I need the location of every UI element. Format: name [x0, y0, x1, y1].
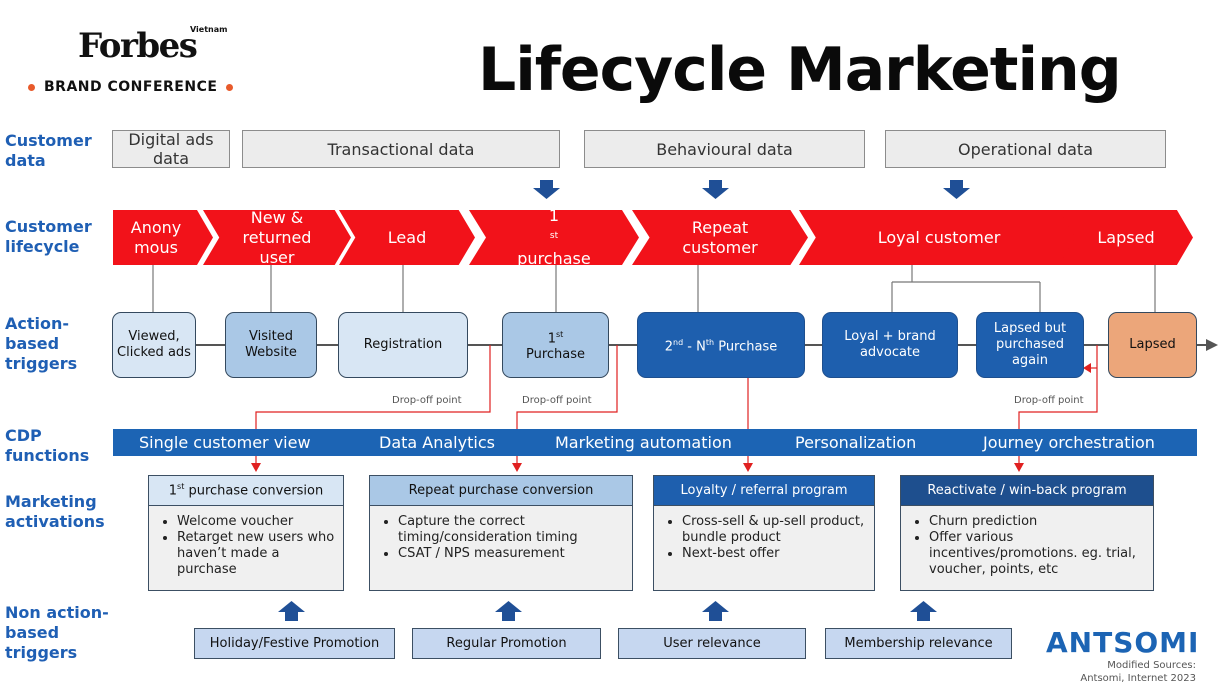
dropoff-label-1: Drop-off point: [392, 395, 462, 406]
row-label-cdp: CDP functions: [5, 426, 90, 465]
footer-source-line-2: Antsomi, Internet 2023: [1080, 673, 1196, 684]
trigger-visited-website: Visited Website: [225, 312, 317, 378]
activation-header: 1st purchase conversion: [149, 476, 343, 506]
trigger-lapsed-purchased-again: Lapsed but purchased again: [976, 312, 1084, 378]
non-action-regular-promotion: Regular Promotion: [412, 628, 601, 659]
cdp-journey-orchestration: Journey orchestration: [983, 433, 1155, 452]
stage-connectors: [152, 265, 1156, 312]
down-arrow-operational: [943, 180, 970, 199]
list-item: Welcome voucher: [177, 514, 337, 530]
conference-badge: BRAND CONFERENCE: [28, 76, 268, 98]
lifecycle-stage-lapsed: Lapsed: [1059, 210, 1193, 265]
activation-header: Loyalty / referral program: [654, 476, 874, 506]
lifecycle-stage-anonymous: Anony mous: [113, 210, 213, 265]
row-label-action-triggers: Action-based triggers: [5, 314, 78, 373]
non-action-user-relevance: User relevance: [618, 628, 806, 659]
activation-list: Welcome voucher Retarget new users who h…: [149, 514, 343, 578]
trigger-lapsed: Lapsed: [1108, 312, 1197, 378]
down-arrow-behavioural: [702, 180, 729, 199]
forbes-logo: Forbes Vietnam: [78, 25, 227, 70]
activation-repeat-purchase: Repeat purchase conversion Capture the c…: [369, 475, 633, 591]
trigger-loyal-advocate: Loyal + brand advocate: [822, 312, 958, 378]
row-label-non-action: Non action-based triggers: [5, 603, 109, 662]
activation-list: Churn prediction Offer various incentive…: [901, 514, 1153, 578]
up-arrow-holiday: [278, 601, 305, 621]
lifecycle-stage-lead: Lead: [339, 210, 475, 265]
activation-list: Cross-sell & up-sell product, bundle pro…: [654, 514, 874, 562]
cdp-personalization: Personalization: [795, 433, 917, 452]
non-action-holiday-promotion: Holiday/Festive Promotion: [194, 628, 395, 659]
footer-source-line-1: Modified Sources:: [1107, 660, 1196, 671]
activation-header: Repeat purchase conversion: [370, 476, 632, 506]
data-box-digital-ads: Digital ads data: [112, 130, 230, 168]
forbes-logo-text: Forbes: [78, 26, 198, 66]
cdp-single-customer-view: Single customer view: [139, 433, 311, 452]
dropoff-arrowheads: [251, 363, 1091, 472]
up-arrow-user: [702, 601, 729, 621]
lifecycle-stage-loyal-customer: Loyal customer: [799, 210, 1079, 265]
non-action-membership-relevance: Membership relevance: [825, 628, 1012, 659]
list-item: Capture the correct timing/consideration…: [398, 514, 626, 546]
row-label-activations: Marketing activations: [5, 492, 105, 531]
list-item: CSAT / NPS measurement: [398, 546, 626, 562]
lifecycle-stage-repeat-customer: Repeat customer: [632, 210, 808, 265]
activation-loyalty-referral: Loyalty / referral program Cross-sell & …: [653, 475, 875, 591]
non-action-arrows: [278, 601, 937, 621]
cdp-marketing-automation: Marketing automation: [555, 433, 732, 452]
dropoff-label-3: Drop-off point: [1014, 395, 1084, 406]
antsomi-logo: ANTSOMI: [1046, 626, 1200, 659]
cdp-data-analytics: Data Analytics: [379, 433, 495, 452]
row-label-customer-lifecycle: Customer lifecycle: [5, 217, 92, 256]
activation-list: Capture the correct timing/consideration…: [370, 514, 632, 562]
row-label-customer-data: Customer data: [5, 131, 92, 170]
trigger-registration: Registration: [338, 312, 468, 378]
cdp-functions-bar: Single customer view Data Analytics Mark…: [113, 429, 1197, 456]
data-box-behavioural: Behavioural data: [584, 130, 865, 168]
page-title: Lifecycle Marketing: [478, 35, 1122, 105]
conference-dot-right: [226, 83, 234, 91]
dropoff-label-2: Drop-off point: [522, 395, 592, 406]
data-box-transactional: Transactional data: [242, 130, 560, 168]
list-item: Churn prediction: [929, 514, 1147, 530]
conference-label: BRAND CONFERENCE: [44, 79, 218, 95]
list-item: Cross-sell & up-sell product, bundle pro…: [682, 514, 868, 546]
timeline-arrowhead: [1206, 339, 1218, 351]
activation-reactivate-winback: Reactivate / win-back program Churn pred…: [900, 475, 1154, 591]
forbes-logo-sub: Vietnam: [190, 25, 228, 34]
list-item: Retarget new users who haven’t made a pu…: [177, 530, 337, 578]
data-arrows: [533, 180, 970, 199]
data-box-operational: Operational data: [885, 130, 1166, 168]
activation-header: Reactivate / win-back program: [901, 476, 1153, 506]
list-item: Offer various incentives/promotions. eg.…: [929, 530, 1147, 578]
list-item: Next-best offer: [682, 546, 868, 562]
activation-first-purchase: 1st purchase conversion Welcome voucher …: [148, 475, 344, 591]
trigger-viewed-clicked-ads: Viewed, Clicked ads: [112, 312, 196, 378]
down-arrow-transactional: [533, 180, 560, 199]
trigger-nth-purchase: 2nd - Nth Purchase: [637, 312, 805, 378]
conference-dot-left: [28, 83, 35, 91]
up-arrow-membership: [910, 601, 937, 621]
lifecycle-stage-new-returned-user: New & returned user: [203, 210, 351, 265]
up-arrow-regular: [495, 601, 522, 621]
